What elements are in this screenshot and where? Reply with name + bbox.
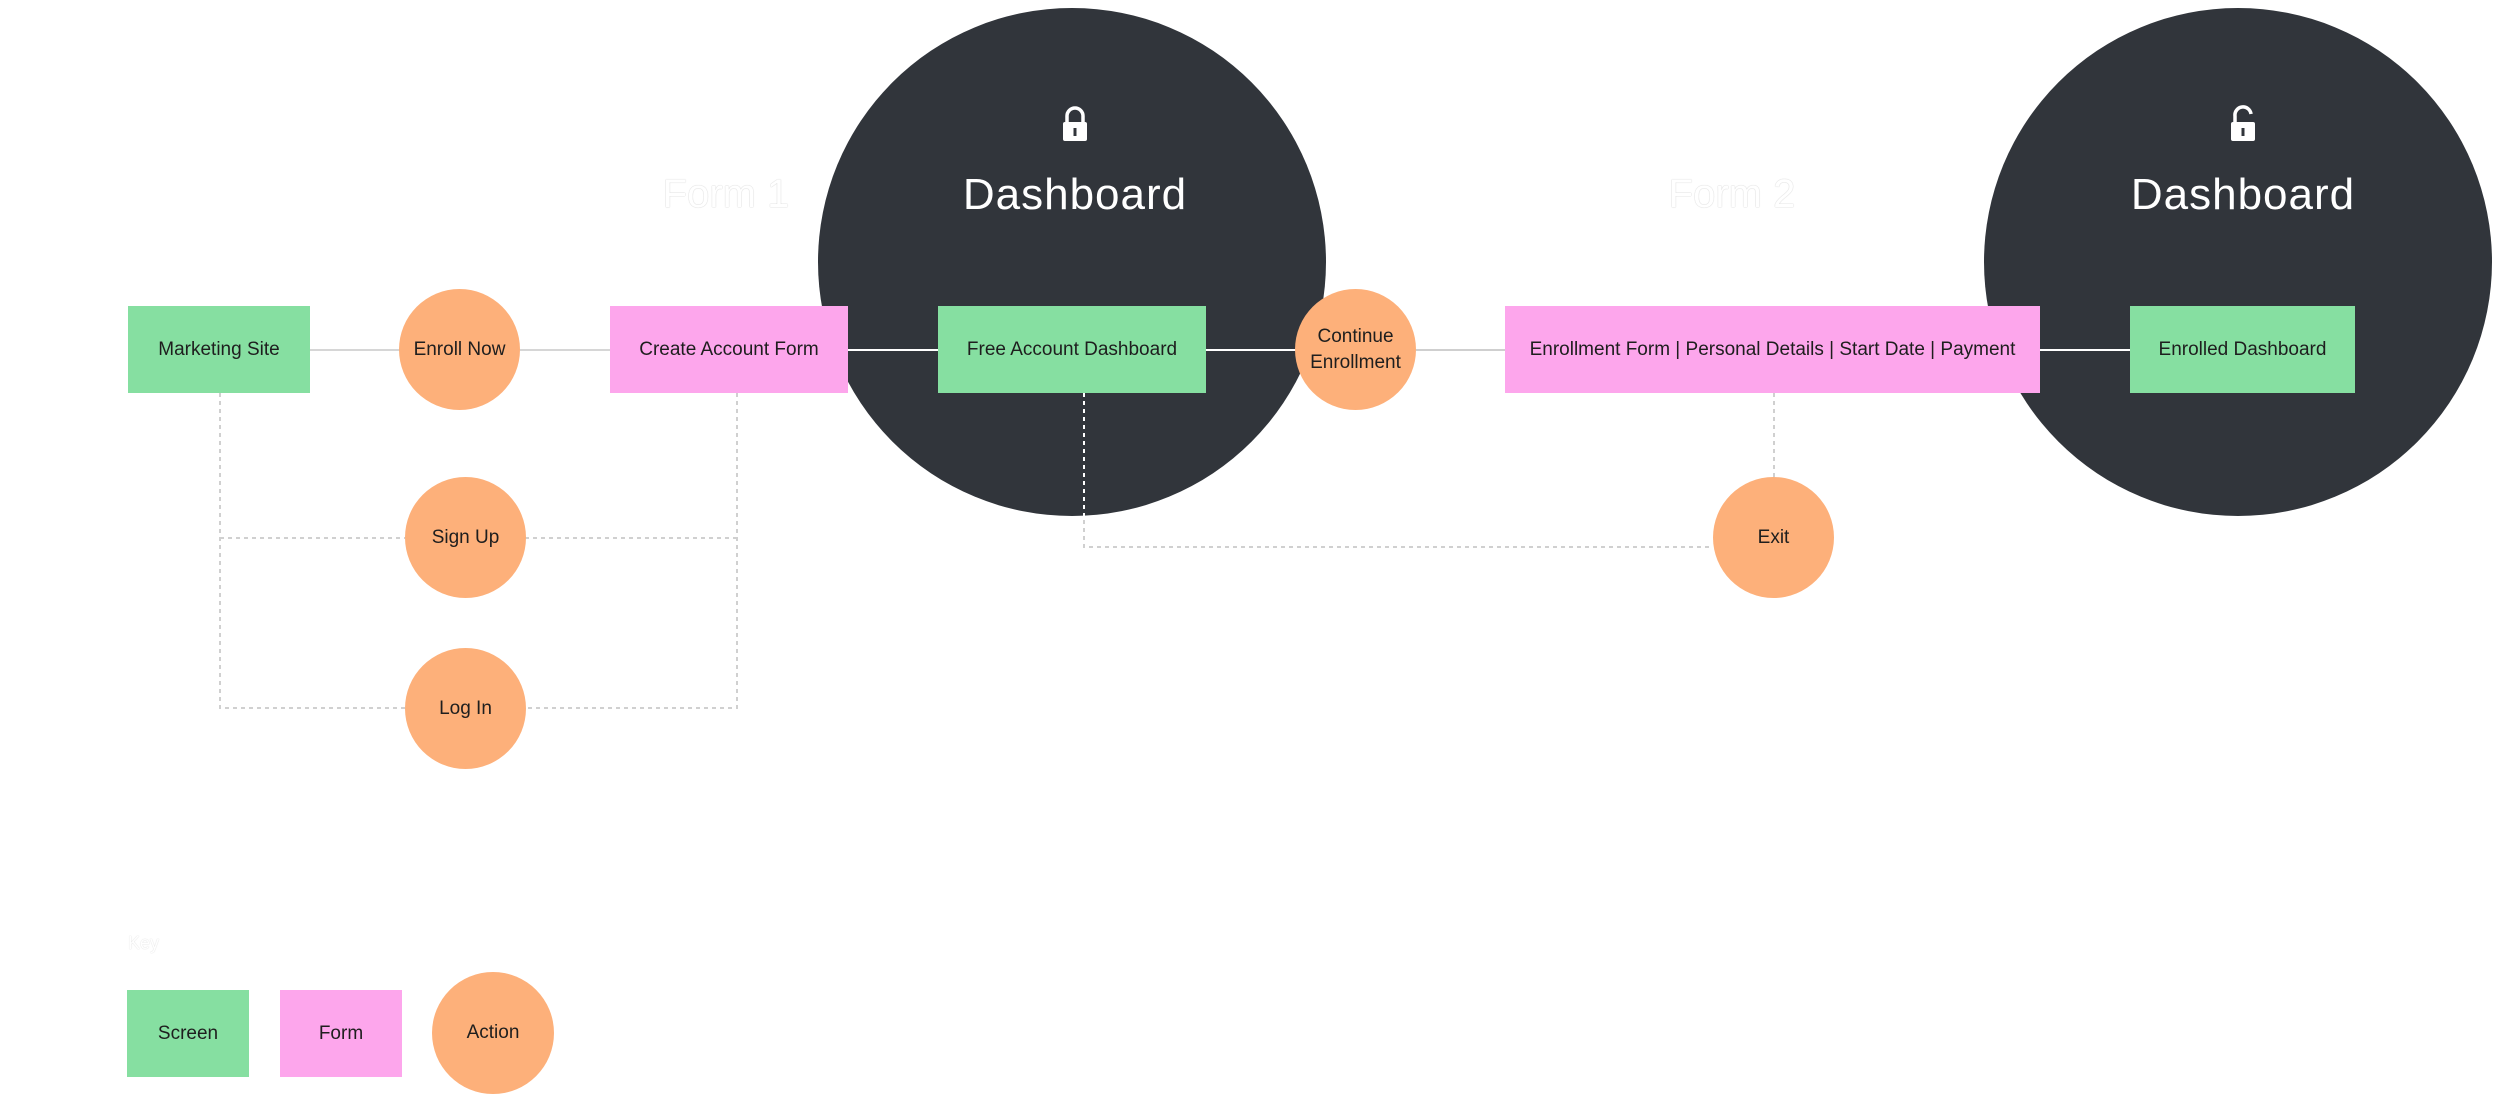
- enrollment-form-node[interactable]: Enrollment Form | Personal Details | Sta…: [1505, 306, 2040, 393]
- free-account-dashboard-node[interactable]: Free Account Dashboard: [938, 306, 1206, 393]
- key-title: Key: [128, 933, 160, 953]
- create-account-form-node[interactable]: Create Account Form: [610, 306, 848, 393]
- continue-enrollment-node[interactable]: Continue Enrollment: [1295, 289, 1416, 410]
- marketing-site-node[interactable]: Marketing Site: [128, 306, 310, 393]
- locked-dashboard-zone: [818, 8, 1326, 516]
- enroll-now-node[interactable]: Enroll Now: [399, 289, 520, 410]
- key-screen: Screen: [127, 990, 249, 1077]
- locked-dashboard-title: Dashboard: [962, 170, 1188, 219]
- lock-open-icon: [2231, 105, 2255, 141]
- log-in-node[interactable]: Log In: [405, 648, 526, 769]
- lock-closed-icon: [1063, 106, 1087, 141]
- sign-up-node[interactable]: Sign Up: [405, 477, 526, 598]
- form1-label: Form 1: [662, 172, 790, 216]
- unlocked-dashboard-title: Dashboard: [2130, 170, 2356, 219]
- unlocked-dashboard-zone: [1984, 8, 2492, 516]
- form2-label: Form 2: [1668, 172, 1796, 216]
- key-form: Form: [280, 990, 402, 1077]
- exit-node[interactable]: Exit: [1713, 477, 1834, 598]
- key-action: Action: [432, 972, 554, 1094]
- enrolled-dashboard-node[interactable]: Enrolled Dashboard: [2130, 306, 2355, 393]
